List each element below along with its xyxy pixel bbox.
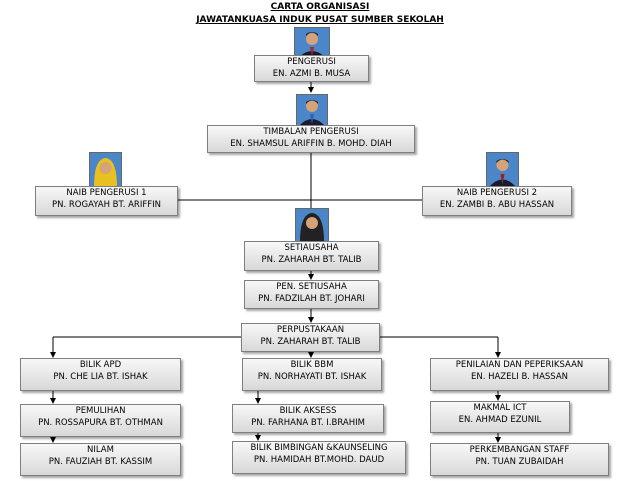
node-role: BILIK AKSESS (279, 406, 337, 416)
node-name: PN. CHE LIA BT. ISHAK (53, 372, 148, 382)
node-role: SETIAUSAHA (284, 243, 339, 253)
naib1-photo-icon (89, 152, 122, 188)
node-name: EN. ZAMBI B. ABU HASSAN (439, 200, 555, 210)
node-bilik-bbm: BILIK BBM PN. NORHAYATI BT. ISHAK (242, 358, 382, 391)
node-name: PN. ZAHARAH BT. TALIB (260, 337, 361, 347)
node-name: EN. AZMI B. MUSA (272, 69, 351, 79)
node-pen-setiausaha: PEN. SETIUSAHA PN. FADZILAH BT. JOHARI (244, 280, 379, 309)
timbalan-photo-icon (296, 94, 328, 127)
node-name: PN. HAMIDAH BT.MOHD. DAUD (253, 455, 385, 465)
node-role: MAKMAL ICT (473, 403, 527, 413)
node-setiausaha: SETIAUSAHA PN. ZAHARAH BT. TALIB (244, 241, 379, 271)
node-nilam: NILAM PN. FAUZIAH BT. KASSIM (20, 443, 181, 476)
node-bilik-bimbingan: BILIK BIMBINGAN &KAUNSELING PN. HAMIDAH … (232, 441, 406, 474)
node-makmal-ict: MAKMAL ICT EN. AHMAD EZUNIL (430, 401, 570, 433)
chart-subtitle: JAWATANKUASA INDUK PUSAT SUMBER SEKOLAH (196, 15, 444, 25)
setiausaha-photo-icon (295, 208, 329, 243)
node-name: PN. ROSSAPURA BT. OTHMAN (38, 418, 163, 428)
node-name: PN. FAUZIAH BT. KASSIM (48, 457, 153, 467)
node-timbalan: TIMBALAN PENGERUSI EN. SHAMSUL ARIFFIN B… (207, 125, 415, 153)
node-role: NAIB PENGERUSI 1 (66, 188, 147, 198)
node-bilik-apd: BILIK APD PN. CHE LIA BT. ISHAK (20, 358, 181, 391)
node-role: TIMBALAN PENGERUSI (263, 127, 359, 137)
node-role: BILIK BIMBINGAN &KAUNSELING (250, 443, 388, 453)
node-name: PN. FARHANA BT. I.BRAHIM (251, 418, 365, 428)
node-name: PN. NORHAYATI BT. ISHAK (257, 372, 367, 382)
node-role: BILIK BBM (290, 360, 334, 370)
node-name: PN. ROGAYAH BT. ARIFFIN (52, 200, 161, 210)
node-name: PN. TUAN ZUBAIDAH (475, 457, 564, 467)
node-role: PENILAIAN DAN PEPERIKSAAN (455, 360, 584, 370)
node-role: NILAM (87, 445, 114, 455)
chart-title: CARTA ORGANISASI (270, 2, 370, 12)
node-role: PEMULIHAN (75, 406, 126, 416)
node-perkembangan: PERKEMBANGAN STAFF PN. TUAN ZUBAIDAH (430, 443, 609, 476)
node-role: PENGERUSI (287, 57, 336, 67)
node-role: BILIK APD (79, 360, 122, 370)
node-name: EN. HAZELI B. HASSAN (470, 372, 569, 382)
node-name: EN. AHMAD EZUNIL (458, 415, 542, 425)
node-penilaian: PENILAIAN DAN PEPERIKSAAN EN. HAZELI B. … (430, 358, 609, 391)
node-naib1: NAIB PENGERUSI 1 PN. ROGAYAH BT. ARIFFIN (35, 186, 178, 216)
node-name: PN. ZAHARAH BT. TALIB (261, 255, 362, 265)
node-role: NAIB PENGERUSI 2 (456, 188, 538, 198)
node-role: PERKEMBANGAN STAFF (469, 445, 570, 455)
node-role: PEN. SETIUSAHA (276, 282, 347, 292)
node-name: PN. FADZILAH BT. JOHARI (258, 294, 365, 304)
node-naib2: NAIB PENGERUSI 2 EN. ZAMBI B. ABU HASSAN (422, 186, 572, 216)
node-bilik-aksess: BILIK AKSESS PN. FARHANA BT. I.BRAHIM (232, 404, 384, 433)
node-name: EN. SHAMSUL ARIFFIN B. MOHD. DIAH (230, 139, 392, 149)
naib2-photo-icon (486, 152, 519, 188)
node-perpustakaan: PERPUSTAKAAN PN. ZAHARAH BT. TALIB (241, 323, 380, 352)
node-pemulihan: PEMULIHAN PN. ROSSAPURA BT. OTHMAN (20, 404, 181, 437)
node-role: PERPUSTAKAAN (276, 325, 345, 335)
node-pengerusi: PENGERUSI EN. AZMI B. MUSA (254, 55, 369, 82)
